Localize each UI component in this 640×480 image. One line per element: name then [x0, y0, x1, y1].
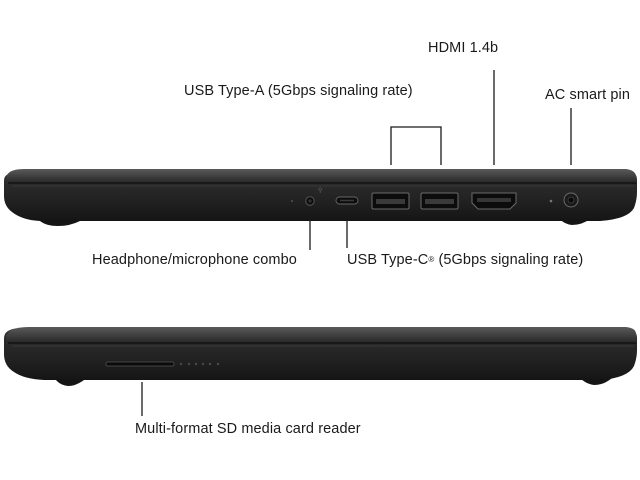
laptop-lid-edge-left [6, 327, 636, 342]
label-ac-smart-pin: AC smart pin [545, 87, 630, 103]
foot-left-2 [56, 380, 84, 386]
vent-dots [179, 362, 220, 366]
label-usb-type-a: USB Type-A (5Gbps signaling rate) [184, 83, 413, 99]
laptop-left-side [4, 327, 637, 416]
label-sd-card-reader: Multi-format SD media card reader [135, 421, 361, 437]
foot-right-2 [580, 378, 612, 385]
foot-left [40, 221, 80, 226]
hdmi-port [471, 192, 517, 210]
leader-lines-right [309, 70, 572, 250]
sd-card-slot [105, 361, 175, 367]
ac-power-jack [549, 192, 579, 208]
power-led-icon [549, 199, 553, 203]
registered-mark: ® [428, 255, 435, 264]
usb-symbol-icon: ⚲ [318, 187, 322, 194]
label-usb-c-prefix: USB Type-C [347, 252, 429, 268]
label-usb-c-suffix: (5Gbps signaling rate) [434, 252, 584, 268]
foot-right [560, 219, 590, 225]
label-headphone-combo: Headphone/microphone combo [92, 252, 297, 268]
usb-c-port: ⚲ [318, 187, 359, 205]
laptop-right-side: ⚲ [4, 70, 637, 250]
headphone-jack [291, 196, 315, 206]
label-usb-type-c: USB Type-C® (5Gbps signaling rate) [347, 252, 583, 269]
usb-a-port-2 [420, 192, 459, 210]
usb-a-port-1 [371, 192, 410, 210]
headset-icon [291, 200, 293, 202]
laptop-lid-edge [6, 169, 636, 182]
label-hdmi: HDMI 1.4b [428, 40, 499, 56]
